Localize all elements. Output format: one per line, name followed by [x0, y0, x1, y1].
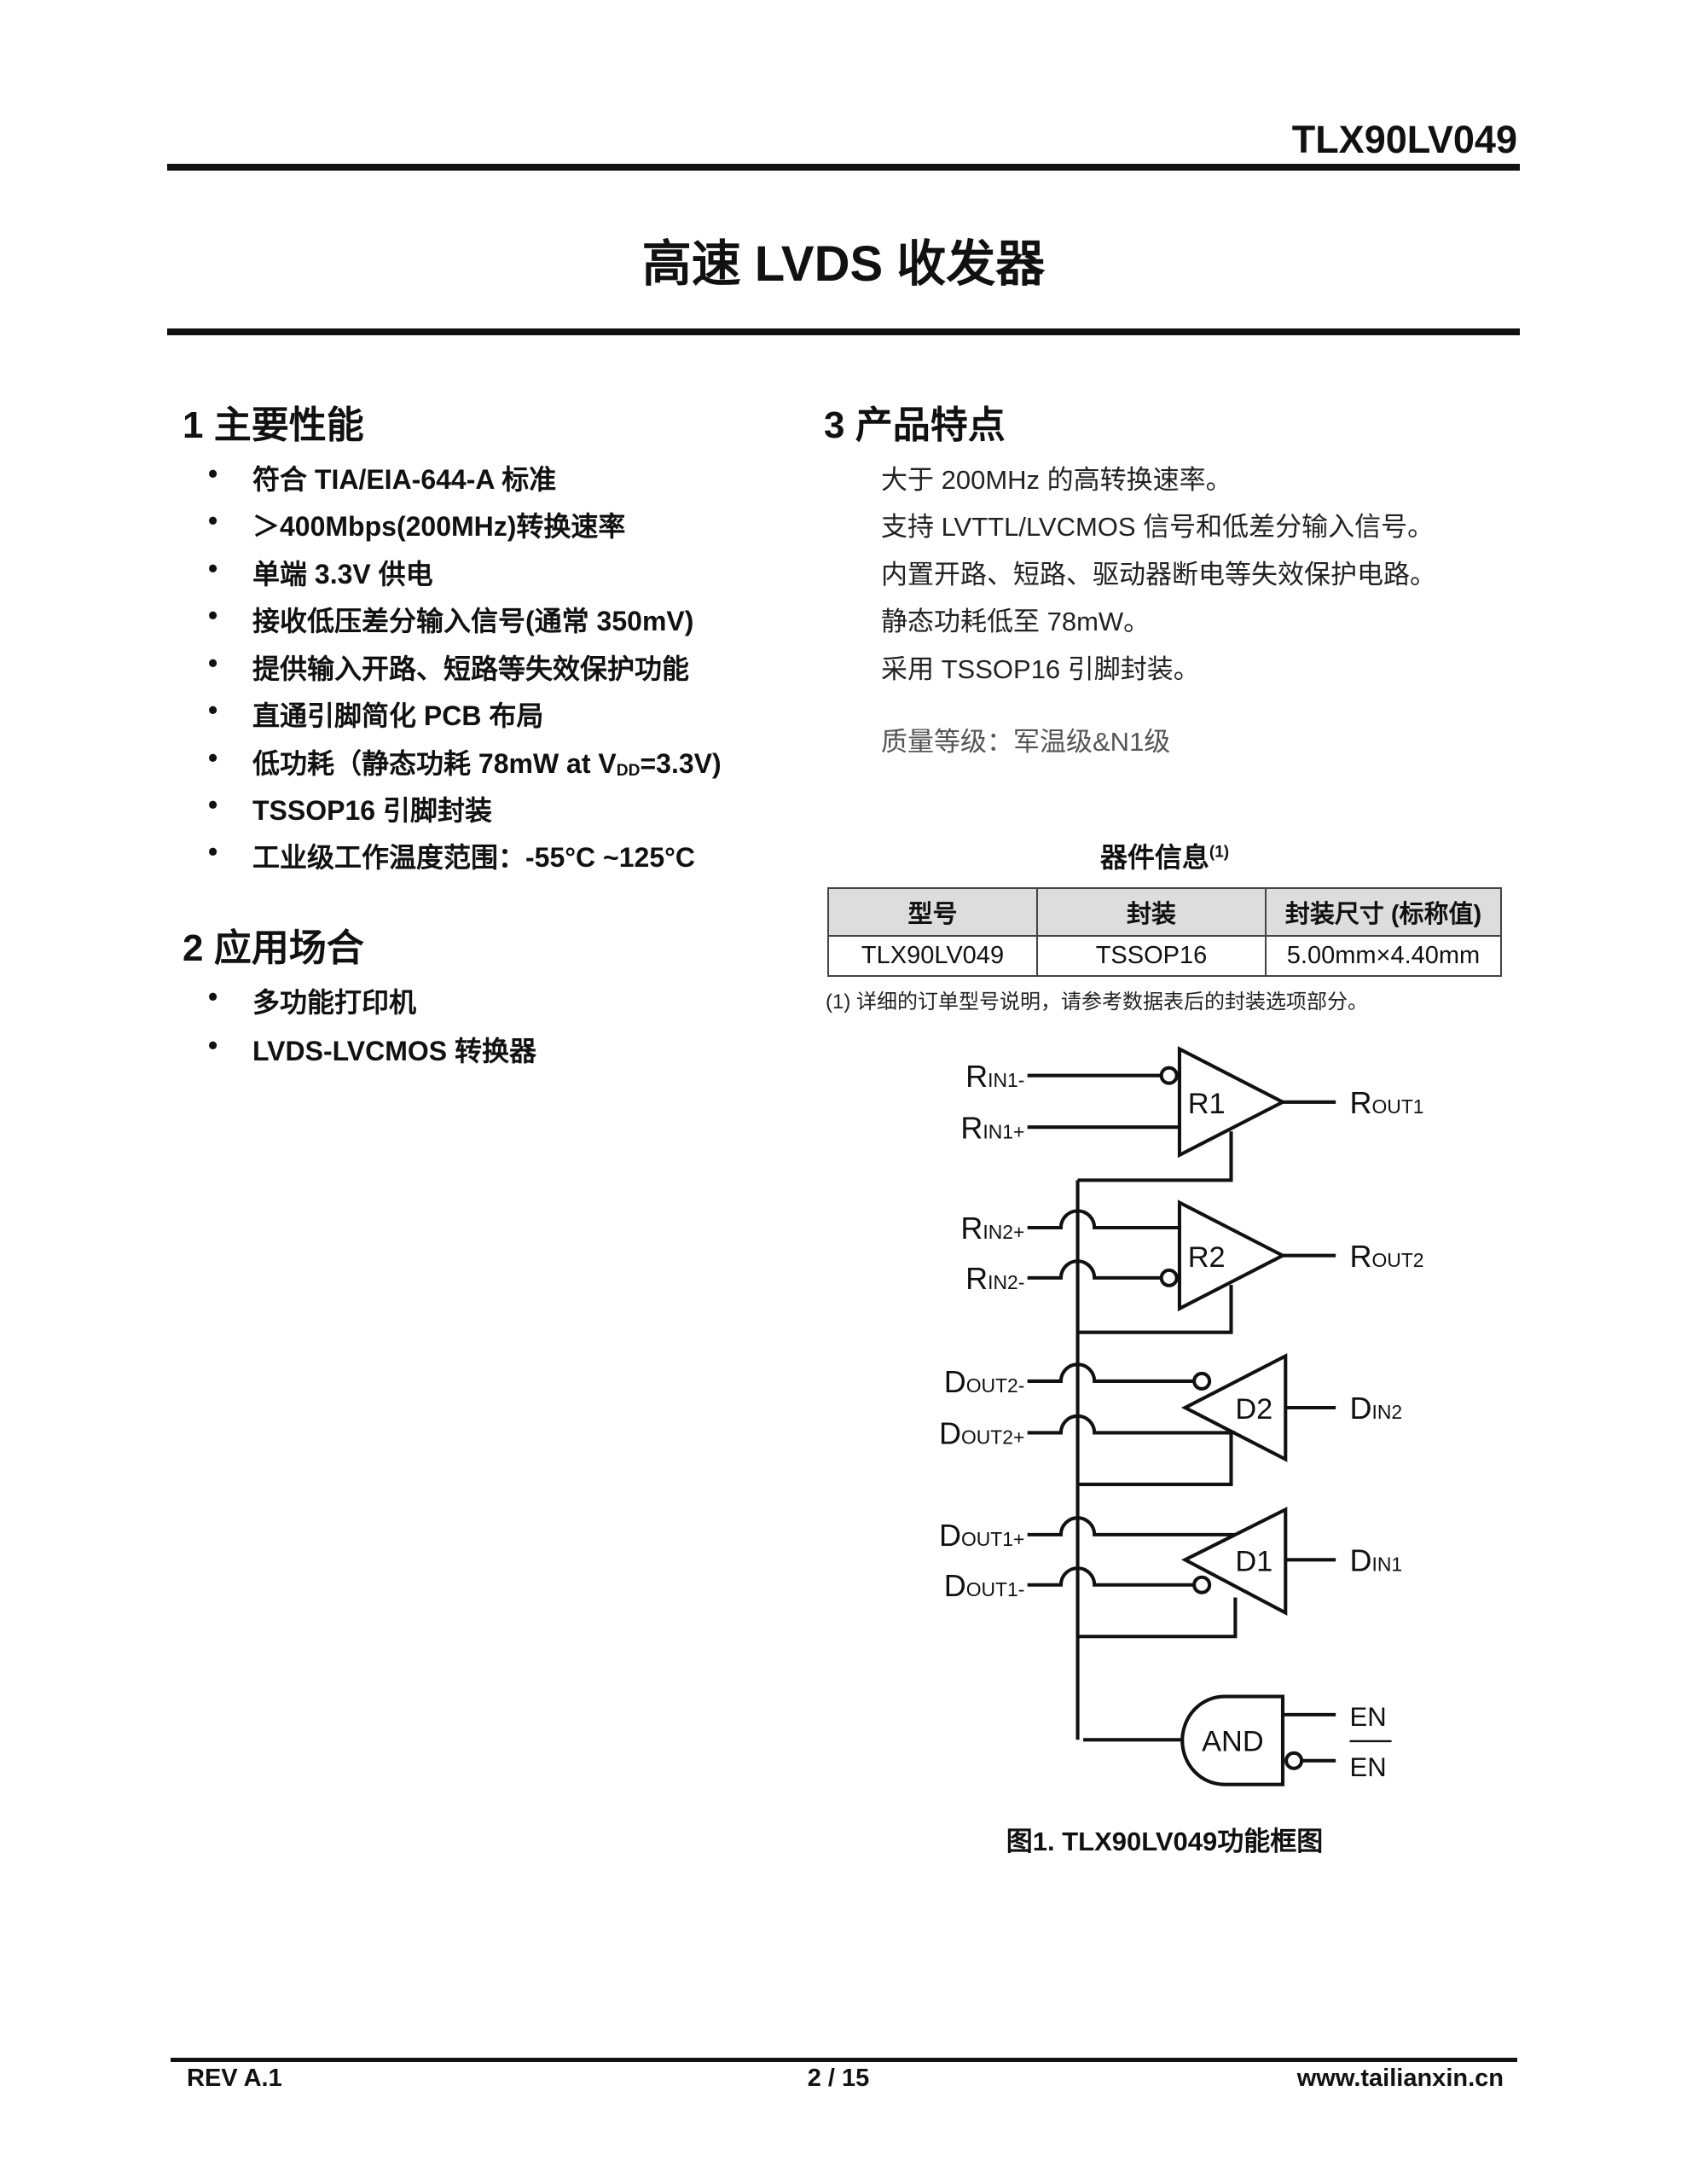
column-header: 封装 [1036, 887, 1267, 937]
table-cell: TSSOP16 [1036, 935, 1267, 977]
list-item: •多功能打印机 [208, 981, 417, 1018]
pin-label: DOUT2- [944, 1364, 1025, 1399]
list-item: •符合 TIA/EIA-644-A 标准 [208, 458, 557, 495]
figure-caption: 图1. TLX90LV049功能框图 [1006, 1827, 1324, 1856]
pin-label: ROUT2 [1350, 1239, 1424, 1274]
block-label: R1 [1188, 1088, 1226, 1120]
feature-line: 内置开路、短路、驱动器断电等失效保护电路。 [881, 560, 1436, 590]
feature-line: 支持 LVTTL/LVCMOS 信号和低差分输入信号。 [881, 512, 1435, 542]
list-item: •LVDS-LVCMOS 转换器 [208, 1030, 537, 1066]
pin-label-en: EN [1350, 1702, 1387, 1732]
section-3-heading: 3 产品特点 [824, 404, 1006, 446]
page-number: 2 / 15 [807, 2065, 870, 2092]
list-item: •低功耗（静态功耗 78mW at VDD=3.3V) [208, 742, 722, 780]
block-label: AND [1202, 1725, 1263, 1757]
list-item: •接收低压差分输入信号(通常 350mV) [208, 600, 694, 636]
pin-label: DOUT1+ [939, 1518, 1024, 1553]
and-gate [1180, 1694, 1392, 1786]
receiver-r1 [1027, 1046, 1336, 1159]
header-part-number: TLX90LV049 [1291, 118, 1517, 161]
list-item: •TSSOP16 引脚封装 [208, 789, 492, 826]
device-info-title: 器件信息(1) [1099, 842, 1230, 873]
feature-line: 大于 200MHz 的高转换速率。 [881, 465, 1232, 495]
table-cell: TLX90LV049 [827, 935, 1038, 977]
pin-label: RIN1- [965, 1059, 1024, 1094]
pin-label: RIN2+ [960, 1211, 1024, 1246]
footer-website[interactable]: www.tailianxin.cn [1296, 2065, 1504, 2092]
section-1-heading: 1 主要性能 [183, 404, 364, 446]
quality-grade: 质量等级：军温级&N1级 [881, 727, 1171, 757]
list-item: •单端 3.3V 供电 [208, 553, 433, 590]
block-label: D1 [1235, 1545, 1272, 1577]
feature-line: 采用 TSSOP16 引脚封装。 [881, 654, 1200, 684]
column-header: 型号 [827, 887, 1038, 937]
block-label: D2 [1235, 1393, 1272, 1426]
driver-d2 [1027, 1353, 1336, 1462]
feature-line: 静态功耗低至 78mW。 [881, 607, 1151, 636]
list-item: •工业级工作温度范围：-55°C ~125°C [208, 836, 696, 873]
pin-label: DOUT2+ [939, 1416, 1024, 1451]
pin-label: RIN2- [965, 1261, 1024, 1296]
pin-label: DIN1 [1350, 1542, 1403, 1577]
pin-label: DOUT1- [944, 1568, 1025, 1603]
list-item: •＞400Mbps(200MHz)转换速率 [208, 505, 626, 542]
functional-block-diagram: R1 R2 D2 D1 AND RIN1- RIN1+ RIN2+ RIN2- … [939, 1046, 1424, 1786]
pin-label: RIN1+ [960, 1110, 1024, 1145]
page-title: 高速 LVDS 收发器 [641, 236, 1046, 292]
pin-label: DIN2 [1350, 1391, 1403, 1426]
pin-label-en-bar: EN [1350, 1752, 1387, 1782]
pin-label: ROUT1 [1350, 1085, 1424, 1120]
table-cell: 5.00mm×4.40mm [1265, 935, 1502, 977]
driver-d1 [1027, 1507, 1336, 1616]
list-item: •直通引脚简化 PCB 布局 [208, 694, 544, 731]
footer-rule [171, 2058, 1517, 2062]
receiver-r2 [1027, 1199, 1336, 1312]
header-rule [167, 164, 1520, 171]
block-label: R2 [1188, 1241, 1226, 1274]
column-header: 封装尺寸 (标称值) [1265, 887, 1502, 937]
title-rule [167, 328, 1520, 335]
footer-revision: REV A.1 [187, 2065, 282, 2092]
section-2-heading: 2 应用场合 [183, 927, 364, 969]
bus-wires [1075, 1131, 1238, 1742]
table-footnote: (1) 详细的订单型号说明，请参考数据表后的封装选项部分。 [826, 990, 1368, 1014]
list-item: •提供输入开路、短路等失效保护功能 [208, 648, 690, 684]
